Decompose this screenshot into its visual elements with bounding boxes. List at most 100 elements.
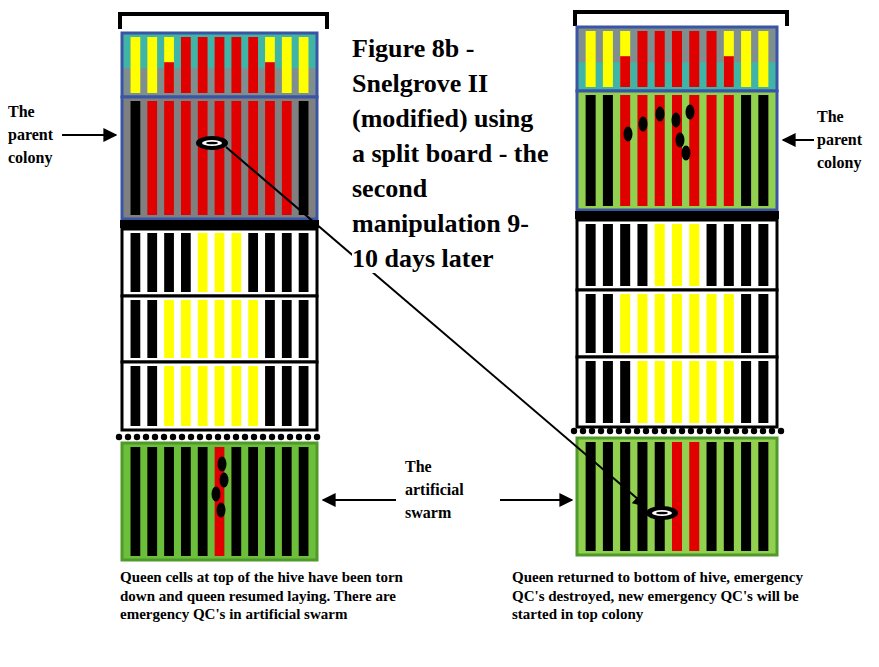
comb-frame: [198, 101, 208, 215]
box-ground: [577, 27, 777, 91]
excluder-dot: [215, 434, 221, 440]
comb-frame: [724, 294, 734, 353]
comb-frame: [265, 447, 275, 556]
queen-cells: [212, 457, 229, 518]
comb-frame: [758, 294, 768, 353]
box-ground: [122, 33, 317, 97]
comb-frame: [181, 233, 191, 292]
pointer-arrow: [500, 499, 572, 501]
comb-frame: [215, 300, 225, 358]
comb-frame: [603, 442, 613, 551]
queen-cell: [639, 117, 648, 132]
comb-frame: [707, 31, 717, 87]
comb-frame: [231, 233, 241, 292]
comb-frame: [131, 300, 141, 358]
comb-frame: [198, 366, 208, 426]
comb-frame: [741, 294, 751, 353]
colony-label: The parent colony: [8, 100, 66, 169]
comb-frame: [164, 233, 174, 292]
comb-frame: [164, 300, 174, 358]
comb-frame: [586, 31, 596, 87]
excluder-dot: [706, 428, 712, 434]
comb-frame: [724, 31, 734, 87]
excluder-dot: [688, 428, 694, 434]
comb-frame: [299, 366, 309, 426]
excluder-dot: [580, 428, 586, 434]
swarm-label: The artificial swarm: [405, 455, 477, 524]
excluder-dot: [287, 434, 293, 440]
queen-cell: [218, 457, 227, 472]
box-outline: [122, 33, 317, 97]
comb-frame: [181, 37, 191, 93]
hive-box: [577, 438, 777, 555]
hive-box: [122, 229, 317, 296]
comb-frame: [603, 95, 613, 206]
comb-frame: [741, 31, 751, 87]
comb-frame: [147, 101, 157, 215]
excluder-dot: [233, 434, 239, 440]
comb-frame: [724, 56, 734, 87]
comb-frame: [131, 447, 141, 556]
box-outline: [577, 91, 777, 210]
hive-box: [122, 296, 317, 362]
comb-frame: [164, 62, 174, 93]
comb-frame: [198, 37, 208, 93]
comb-frame: [181, 366, 191, 426]
excluder-dot: [260, 434, 266, 440]
box-ground: [122, 229, 317, 296]
comb-frame: [672, 95, 682, 206]
comb-frame: [282, 300, 292, 358]
box-outline: [577, 220, 777, 290]
comb-frame: [131, 37, 141, 93]
excluder-dot: [179, 434, 185, 440]
box-ground: [577, 91, 777, 210]
excluder-dot: [251, 434, 257, 440]
comb-frame: [741, 361, 751, 423]
excluder-dot: [652, 428, 658, 434]
box-outline: [577, 290, 777, 357]
comb-frame: [741, 95, 751, 206]
comb-frame: [147, 366, 157, 426]
pointer-arrow: [62, 134, 116, 136]
split-board: [575, 211, 779, 219]
hive-box: [577, 220, 777, 290]
queen-mark: [206, 142, 218, 145]
queen-move-arrow: [226, 147, 646, 506]
comb-frame: [603, 31, 613, 87]
comb-frame: [215, 37, 225, 93]
box-outline: [122, 362, 317, 430]
comb-frame: [147, 300, 157, 358]
excluder-dot: [661, 428, 667, 434]
box-outline: [577, 357, 777, 427]
excluder-dot: [152, 434, 158, 440]
comb-frame: [299, 447, 309, 556]
comb-frame: [231, 300, 241, 358]
comb-frame: [707, 442, 717, 551]
comb-frame: [620, 294, 630, 353]
comb-frame: [586, 361, 596, 423]
excluder-dot: [589, 428, 595, 434]
comb-frame: [637, 31, 647, 87]
queen-cell: [676, 133, 685, 148]
comb-frame: [741, 224, 751, 286]
hive-box: [122, 443, 317, 560]
comb-frame: [724, 361, 734, 423]
comb-frame: [147, 233, 157, 292]
comb-frame: [215, 233, 225, 292]
roof-bracket: [120, 14, 327, 29]
comb-frame: [620, 361, 630, 423]
comb-frame: [282, 37, 292, 93]
excluder-dot: [724, 428, 730, 434]
box-outline: [577, 27, 777, 91]
box-outline: [577, 438, 777, 555]
hive-box: [577, 290, 777, 357]
excluder-dot: [670, 428, 676, 434]
queen-excluder: [571, 428, 784, 434]
comb-frame: [586, 224, 596, 286]
comb-frame: [620, 31, 630, 87]
comb-frame: [181, 300, 191, 358]
comb-frame: [689, 31, 699, 87]
comb-frame: [198, 447, 208, 556]
hive-box: [577, 357, 777, 427]
